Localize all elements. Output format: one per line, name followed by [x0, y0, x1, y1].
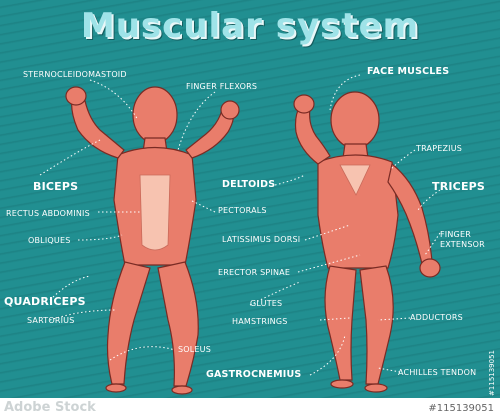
label-gastrocnemius: GASTROCNEMIUS [206, 369, 302, 380]
label-erector-spinae: ERECTOR SPINAE [218, 268, 291, 277]
label-triceps: TRICEPS [432, 180, 486, 193]
label-deltoids: DELTOIDS [222, 179, 276, 190]
label-soleus: SOLEUS [178, 345, 212, 354]
label-latissimus-dorsi: LATISSIMUS DORSI [222, 235, 301, 244]
adobe-stock-logo: Adobe Stock [4, 400, 96, 415]
label-hamstrings: HAMSTRINGS [232, 317, 288, 326]
label-quadriceps: QUADRICEPS [4, 295, 86, 308]
label-finger-extensor-line2: EXTENSOR [440, 240, 485, 249]
label-trapezius: TRAPEZIUS [416, 144, 463, 153]
back-figure [293, 91, 441, 393]
label-achilles-tendon: ACHILLES TENDON [398, 368, 477, 377]
label-face-muscles: FACE MUSCLES [367, 66, 450, 77]
stock-id-vertical: #115139051 [488, 350, 496, 396]
label-pectorals: PECTORALS [218, 206, 267, 215]
label-glutes: GLUTES [250, 299, 283, 308]
footer-bar: Adobe Stock #115139051 [0, 398, 500, 416]
label-adductors: ADDUCTORS [410, 313, 463, 322]
front-figure [65, 86, 240, 395]
diagram-title: Muscular system [80, 6, 420, 46]
label-sartorius: SARTORIUS [27, 316, 75, 325]
label-finger-extensor-line1: FINGER [440, 230, 471, 239]
label-rectus-abdominis: RECTUS ABDOMINIS [6, 209, 90, 218]
label-obliques: OBLIQUES [28, 236, 71, 245]
label-finger-flexors: FINGER FLEXORS [186, 82, 258, 91]
stock-id: #115139051 [428, 403, 494, 414]
label-biceps: BICEPS [33, 180, 79, 193]
label-sternocleidomastoid: STERNOCLEIDOMASTOID [23, 70, 127, 79]
